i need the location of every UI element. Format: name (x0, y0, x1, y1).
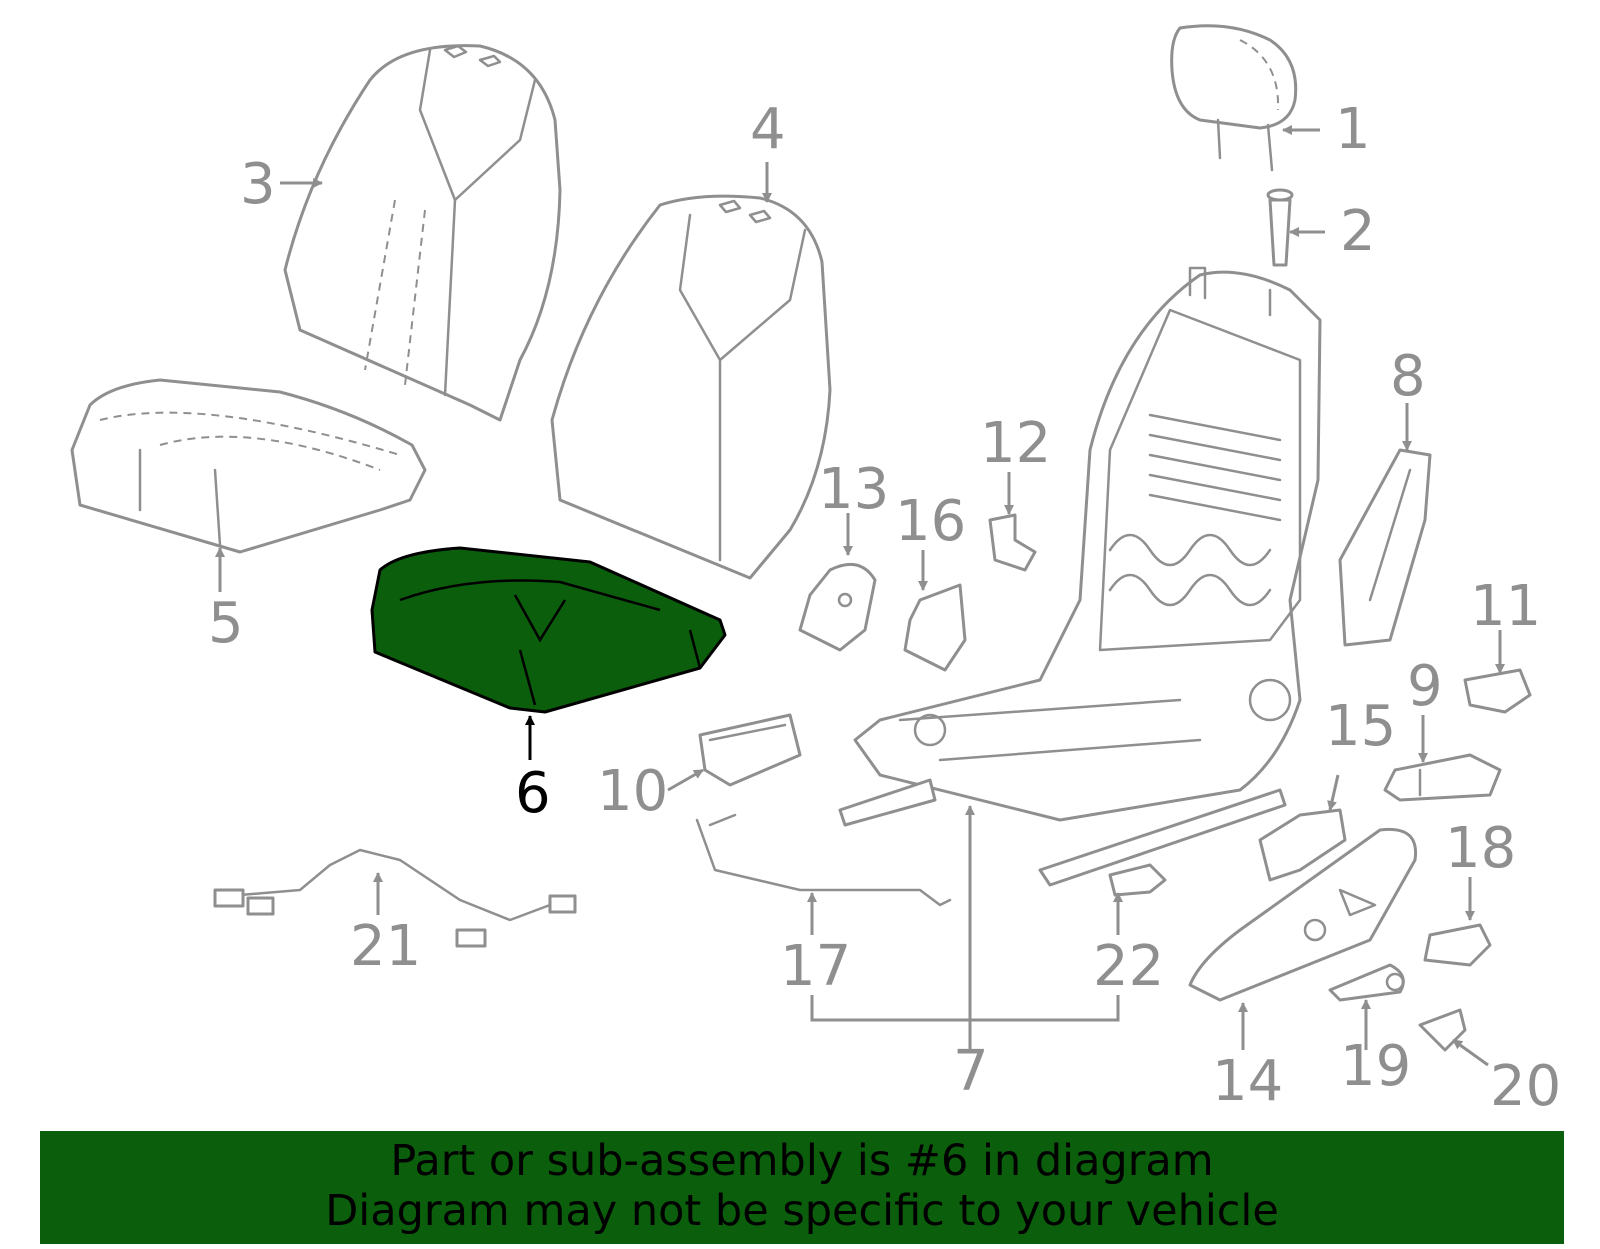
banner-line-2: Diagram may not be specific to your vehi… (325, 1186, 1279, 1236)
part-14-side-shield[interactable] (1188, 827, 1418, 1002)
callout-19: 19 (1340, 1034, 1411, 1099)
leader-lines (215, 125, 1505, 1067)
part-3-seatback-cover[interactable] (283, 44, 562, 422)
callout-17: 17 (780, 934, 851, 999)
callout-21: 21 (350, 914, 421, 979)
part-18-knob[interactable] (1423, 923, 1492, 967)
callout-10: 10 (597, 759, 668, 824)
part-6-cushion-pad[interactable] (370, 546, 727, 714)
part-11-clip[interactable] (1463, 668, 1532, 714)
callout-6: 6 (515, 761, 551, 826)
callout-numbers: 1 2 3 4 5 6 7 8 9 10 11 12 13 14 15 16 1… (208, 97, 1561, 1119)
part-21-harness[interactable] (213, 848, 577, 948)
callout-2: 2 (1340, 199, 1376, 264)
callout-13: 13 (818, 457, 889, 522)
info-banner: Part or sub-assembly is #6 in diagram Di… (40, 1131, 1564, 1244)
callout-5: 5 (208, 591, 244, 656)
callout-12: 12 (980, 411, 1051, 476)
part-5-cushion-cover[interactable] (70, 378, 427, 554)
callout-1: 1 (1335, 97, 1371, 162)
callout-8: 8 (1390, 344, 1426, 409)
banner-line-1: Part or sub-assembly is #6 in diagram (390, 1136, 1214, 1186)
part-13-bracket[interactable] (798, 562, 877, 652)
part-1-headrest[interactable] (1170, 24, 1298, 172)
part-7-seat-frame[interactable] (838, 266, 1322, 887)
part-22-clip[interactable] (1108, 863, 1167, 897)
callout-16: 16 (895, 489, 966, 554)
callout-4: 4 (750, 97, 786, 162)
part-16-bracket[interactable] (903, 583, 967, 672)
part-2-headrest-guide[interactable] (1266, 188, 1294, 267)
part-4-seatback-pad[interactable] (550, 194, 832, 580)
part-10-trim-cover[interactable] (698, 713, 802, 787)
part-12-bracket[interactable] (988, 513, 1037, 572)
part-9-trim-cover[interactable] (1383, 753, 1502, 802)
part-8-side-panel[interactable] (1338, 448, 1432, 647)
callout-22: 22 (1093, 934, 1164, 999)
part-15-bracket[interactable] (1258, 808, 1347, 882)
part-19-lever[interactable] (1328, 963, 1405, 1002)
callout-20: 20 (1490, 1054, 1561, 1119)
callout-9: 9 (1407, 654, 1443, 719)
callout-18: 18 (1445, 816, 1516, 881)
callout-14: 14 (1212, 1049, 1283, 1114)
callout-15: 15 (1325, 694, 1396, 759)
callout-11: 11 (1470, 574, 1541, 639)
callout-3: 3 (240, 152, 276, 217)
callout-7: 7 (953, 1039, 989, 1104)
part-17-wire[interactable] (695, 813, 952, 907)
